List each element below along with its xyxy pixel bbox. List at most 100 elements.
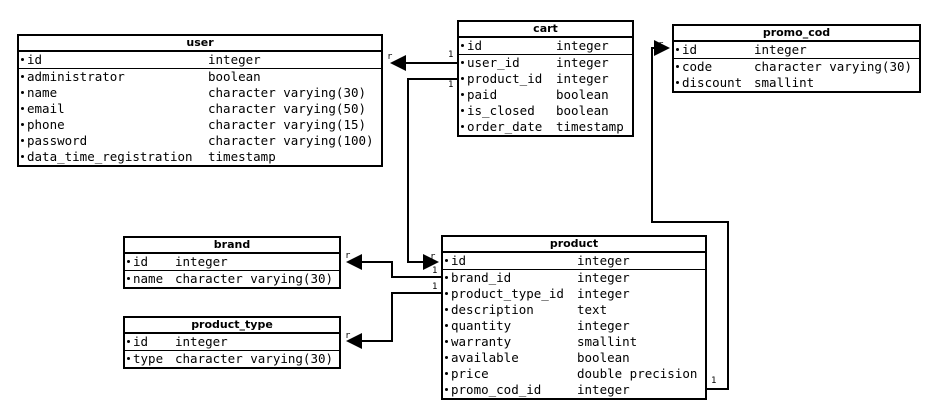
- column-type: timestamp: [208, 149, 276, 164]
- column-name: price: [451, 366, 489, 381]
- column-bullet-icon: [461, 125, 464, 128]
- relation-product-producttype: [346, 292, 441, 349]
- column-bullet-icon: [127, 260, 130, 263]
- column-name: phone: [27, 117, 65, 132]
- table-column-row[interactable]: type character varying(30): [125, 351, 339, 367]
- column-type: smallint: [577, 334, 638, 349]
- column-bullet-icon: [445, 276, 448, 279]
- relation-cart-product: [407, 78, 457, 270]
- column-name: user_id: [467, 55, 520, 70]
- cardinality-label: 1: [432, 266, 438, 276]
- column-bullet-icon: [445, 356, 448, 359]
- column-name: email: [27, 101, 65, 116]
- column-bullet-icon: [21, 91, 24, 94]
- column-type: integer: [754, 42, 807, 57]
- table-column-row[interactable]: id integer: [459, 38, 632, 55]
- column-bullet-icon: [461, 44, 464, 47]
- table-column-row[interactable]: password character varying(100): [19, 133, 381, 149]
- column-type: integer: [556, 38, 609, 53]
- column-name: name: [27, 85, 58, 100]
- cardinality-label: 1: [448, 80, 454, 90]
- table-title: product_type: [125, 318, 339, 334]
- column-bullet-icon: [445, 372, 448, 375]
- table-title: brand: [125, 238, 339, 254]
- table-title: cart: [459, 22, 632, 38]
- column-bullet-icon: [445, 292, 448, 295]
- table-title: product: [443, 237, 705, 253]
- column-bullet-icon: [461, 61, 464, 64]
- column-bullet-icon: [127, 357, 130, 360]
- column-name: id: [682, 42, 698, 57]
- column-name: warranty: [451, 334, 512, 349]
- column-name: data_time_registration: [27, 149, 193, 164]
- column-name: password: [27, 133, 88, 148]
- column-type: character varying(30): [175, 351, 334, 366]
- column-bullet-icon: [445, 324, 448, 327]
- column-bullet-icon: [21, 107, 24, 110]
- table-column-row[interactable]: data_time_registration timestamp: [19, 149, 381, 165]
- cardinality-label: r: [430, 252, 436, 262]
- table-column-row[interactable]: warranty smallint: [443, 334, 705, 350]
- column-bullet-icon: [676, 81, 679, 84]
- table-column-row[interactable]: phone character varying(15): [19, 117, 381, 133]
- column-bullet-icon: [445, 340, 448, 343]
- column-name: type: [133, 351, 164, 366]
- column-name: code: [682, 59, 713, 74]
- column-name: product_id: [467, 71, 543, 86]
- column-bullet-icon: [445, 388, 448, 391]
- column-name: discount: [682, 75, 743, 90]
- column-name: id: [467, 38, 483, 53]
- column-type: boolean: [556, 103, 609, 118]
- column-bullet-icon: [445, 259, 448, 262]
- table-column-row[interactable]: price double precision: [443, 366, 705, 382]
- column-bullet-icon: [21, 123, 24, 126]
- column-name: brand_id: [451, 270, 512, 285]
- column-name: name: [133, 271, 164, 286]
- column-name: paid: [467, 87, 498, 102]
- cardinality-label: 1: [432, 282, 438, 292]
- column-name: administrator: [27, 69, 125, 84]
- column-bullet-icon: [127, 340, 130, 343]
- table-title: promo_cod: [674, 26, 919, 42]
- column-type: character varying(15): [208, 117, 367, 132]
- column-type: integer: [175, 334, 228, 349]
- column-type: character varying(100): [208, 133, 374, 148]
- column-name: id: [27, 52, 43, 67]
- table-column-row[interactable]: id integer: [674, 42, 919, 59]
- relation-product-promocod: [651, 40, 729, 390]
- column-bullet-icon: [21, 75, 24, 78]
- column-bullet-icon: [445, 308, 448, 311]
- column-type: integer: [577, 382, 630, 397]
- column-type: integer: [175, 254, 228, 269]
- column-type: double precision: [577, 366, 698, 381]
